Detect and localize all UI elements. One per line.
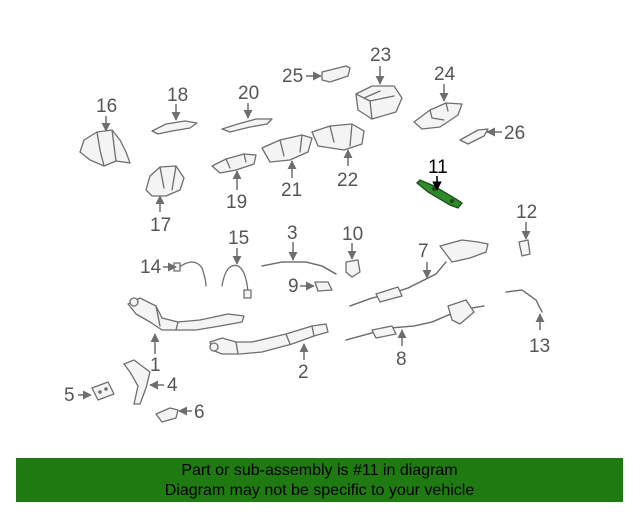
- part-12-hanger: 12: [516, 202, 537, 257]
- part-2-front-pipe: 2: [209, 323, 329, 383]
- part-22-heat-shield: 22: [311, 123, 365, 191]
- part-7-muffler-assembly: 7: [349, 239, 489, 307]
- callout-6: 6: [194, 402, 205, 423]
- banner-line-2: Diagram may not be specific to your vehi…: [164, 482, 475, 499]
- callout-21: 21: [281, 180, 302, 201]
- callout-15: 15: [228, 228, 249, 249]
- callout-16: 16: [96, 96, 117, 117]
- part-6-clamp: 6: [155, 402, 205, 423]
- callout-13: 13: [529, 336, 550, 357]
- part-21-heat-shield: 21: [261, 134, 313, 201]
- part-14-oxygen-sensor: 14: [140, 257, 207, 287]
- callout-11: 11: [428, 157, 448, 178]
- part-26-shield: 26: [459, 123, 525, 145]
- callout-9: 9: [288, 276, 299, 297]
- callout-18: 18: [167, 85, 188, 106]
- callout-2: 2: [298, 362, 309, 383]
- callout-8: 8: [396, 349, 407, 370]
- exhaust-parts-diagram: 16 18 20 25 23 24 26: [64, 45, 550, 423]
- callout-22: 22: [337, 170, 358, 191]
- info-banner: Part or sub-assembly is #11 in diagram D…: [16, 458, 623, 502]
- callout-1: 1: [150, 355, 161, 376]
- banner-line-1: Part or sub-assembly is #11 in diagram: [181, 462, 458, 479]
- part-10-hanger: 10: [342, 224, 363, 278]
- callout-19: 19: [226, 192, 247, 213]
- part-18-heat-shield: 18: [151, 85, 198, 135]
- callout-4: 4: [167, 375, 178, 396]
- part-4-bracket: 4: [123, 359, 178, 405]
- part-15-oxygen-sensor: 15: [221, 228, 252, 299]
- callout-10: 10: [342, 224, 363, 245]
- part-5-gasket: 5: [64, 381, 115, 406]
- callout-24: 24: [434, 64, 456, 85]
- part-19-heat-shield: 19: [211, 153, 257, 213]
- callout-25: 25: [282, 66, 303, 87]
- part-11-bracket-highlighted: 11: [416, 157, 463, 209]
- part-1-catalytic-converter: 1: [127, 297, 245, 376]
- part-20-heat-shield: 20: [221, 83, 273, 133]
- callout-14: 14: [140, 257, 162, 278]
- part-25-shield: 25: [282, 65, 351, 87]
- part-23-heat-shield: 23: [355, 45, 403, 120]
- callout-7: 7: [418, 241, 429, 262]
- part-24-heat-shield: 24: [413, 64, 463, 130]
- callout-20: 20: [238, 83, 259, 104]
- part-3-pipe: 3: [261, 223, 337, 275]
- callout-5: 5: [64, 385, 75, 406]
- part-13-pipe: 13: [505, 289, 550, 357]
- part-16-heat-shield: 16: [79, 96, 131, 167]
- callout-23: 23: [370, 45, 391, 66]
- part-17-heat-shield: 17: [145, 165, 185, 236]
- callout-17: 17: [150, 215, 171, 236]
- part-9-clamp: 9: [288, 276, 333, 297]
- part-8-muffler-assembly: 8: [345, 299, 485, 370]
- callout-12: 12: [516, 202, 537, 223]
- callout-3: 3: [287, 223, 298, 244]
- callout-26: 26: [504, 123, 525, 144]
